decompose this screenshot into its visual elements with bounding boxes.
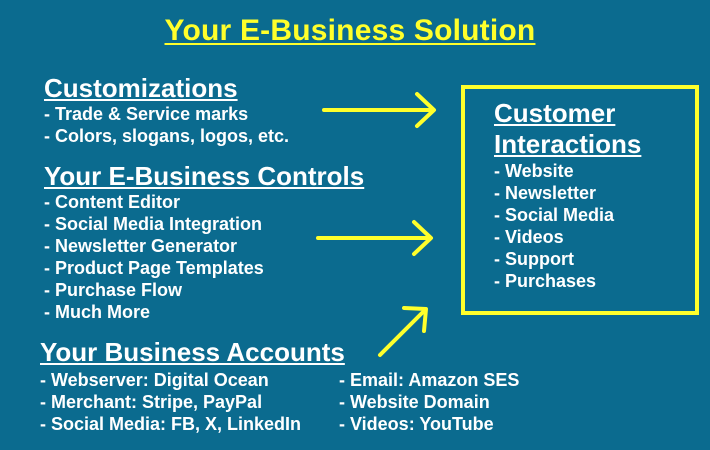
page-title: Your E-Business Solution bbox=[164, 14, 536, 47]
accounts-heading: Your Business Accounts bbox=[40, 337, 345, 367]
customizations-item: - Trade & Service marks bbox=[44, 104, 249, 124]
controls-heading: Your E-Business Controls bbox=[44, 161, 365, 191]
arrow-controls-icon bbox=[316, 220, 433, 256]
interactions-item: - Social Media bbox=[494, 205, 615, 225]
interactions-item: - Purchases bbox=[494, 271, 597, 291]
accounts-item: - Videos: YouTube bbox=[339, 414, 494, 434]
customizations-heading: Customizations bbox=[44, 73, 238, 103]
interactions-heading: Interactions bbox=[494, 129, 642, 159]
controls-item: - Content Editor bbox=[44, 192, 180, 212]
accounts-section: Your Business Accounts - Webserver: Digi… bbox=[40, 337, 519, 434]
controls-item: - Much More bbox=[44, 302, 150, 322]
interactions-section: Customer Interactions - Website - Newsle… bbox=[494, 98, 641, 292]
accounts-item: - Social Media: FB, X, LinkedIn bbox=[40, 414, 302, 434]
customizations-item: - Colors, slogans, logos, etc. bbox=[44, 126, 290, 146]
interactions-item: - Support bbox=[494, 249, 574, 269]
interactions-heading: Customer bbox=[494, 98, 616, 128]
accounts-left-column: - Webserver: Digital Ocean - Merchant: S… bbox=[40, 369, 301, 435]
interactions-item: - Website bbox=[494, 161, 574, 181]
controls-item: - Social Media Integration bbox=[44, 214, 263, 234]
customer-interactions-box bbox=[461, 85, 699, 315]
controls-item: - Product Page Templates bbox=[44, 258, 264, 278]
accounts-item: - Merchant: Stripe, PayPal bbox=[40, 392, 263, 412]
controls-item: - Purchase Flow bbox=[44, 280, 183, 300]
arrow-accounts-icon bbox=[378, 306, 428, 357]
accounts-item: - Website Domain bbox=[339, 392, 490, 412]
controls-item: - Newsletter Generator bbox=[44, 236, 238, 256]
controls-section: Your E-Business Controls - Content Edito… bbox=[44, 161, 364, 323]
customizations-section: Customizations - Trade & Service marks -… bbox=[44, 73, 289, 147]
arrow-customizations-icon bbox=[322, 92, 436, 128]
interactions-item: - Newsletter bbox=[494, 183, 597, 203]
interactions-item: - Videos bbox=[494, 227, 564, 247]
accounts-right-column: - Email: Amazon SES - Website Domain - V… bbox=[339, 369, 519, 435]
accounts-item: - Webserver: Digital Ocean bbox=[40, 370, 269, 390]
accounts-item: - Email: Amazon SES bbox=[339, 370, 520, 390]
